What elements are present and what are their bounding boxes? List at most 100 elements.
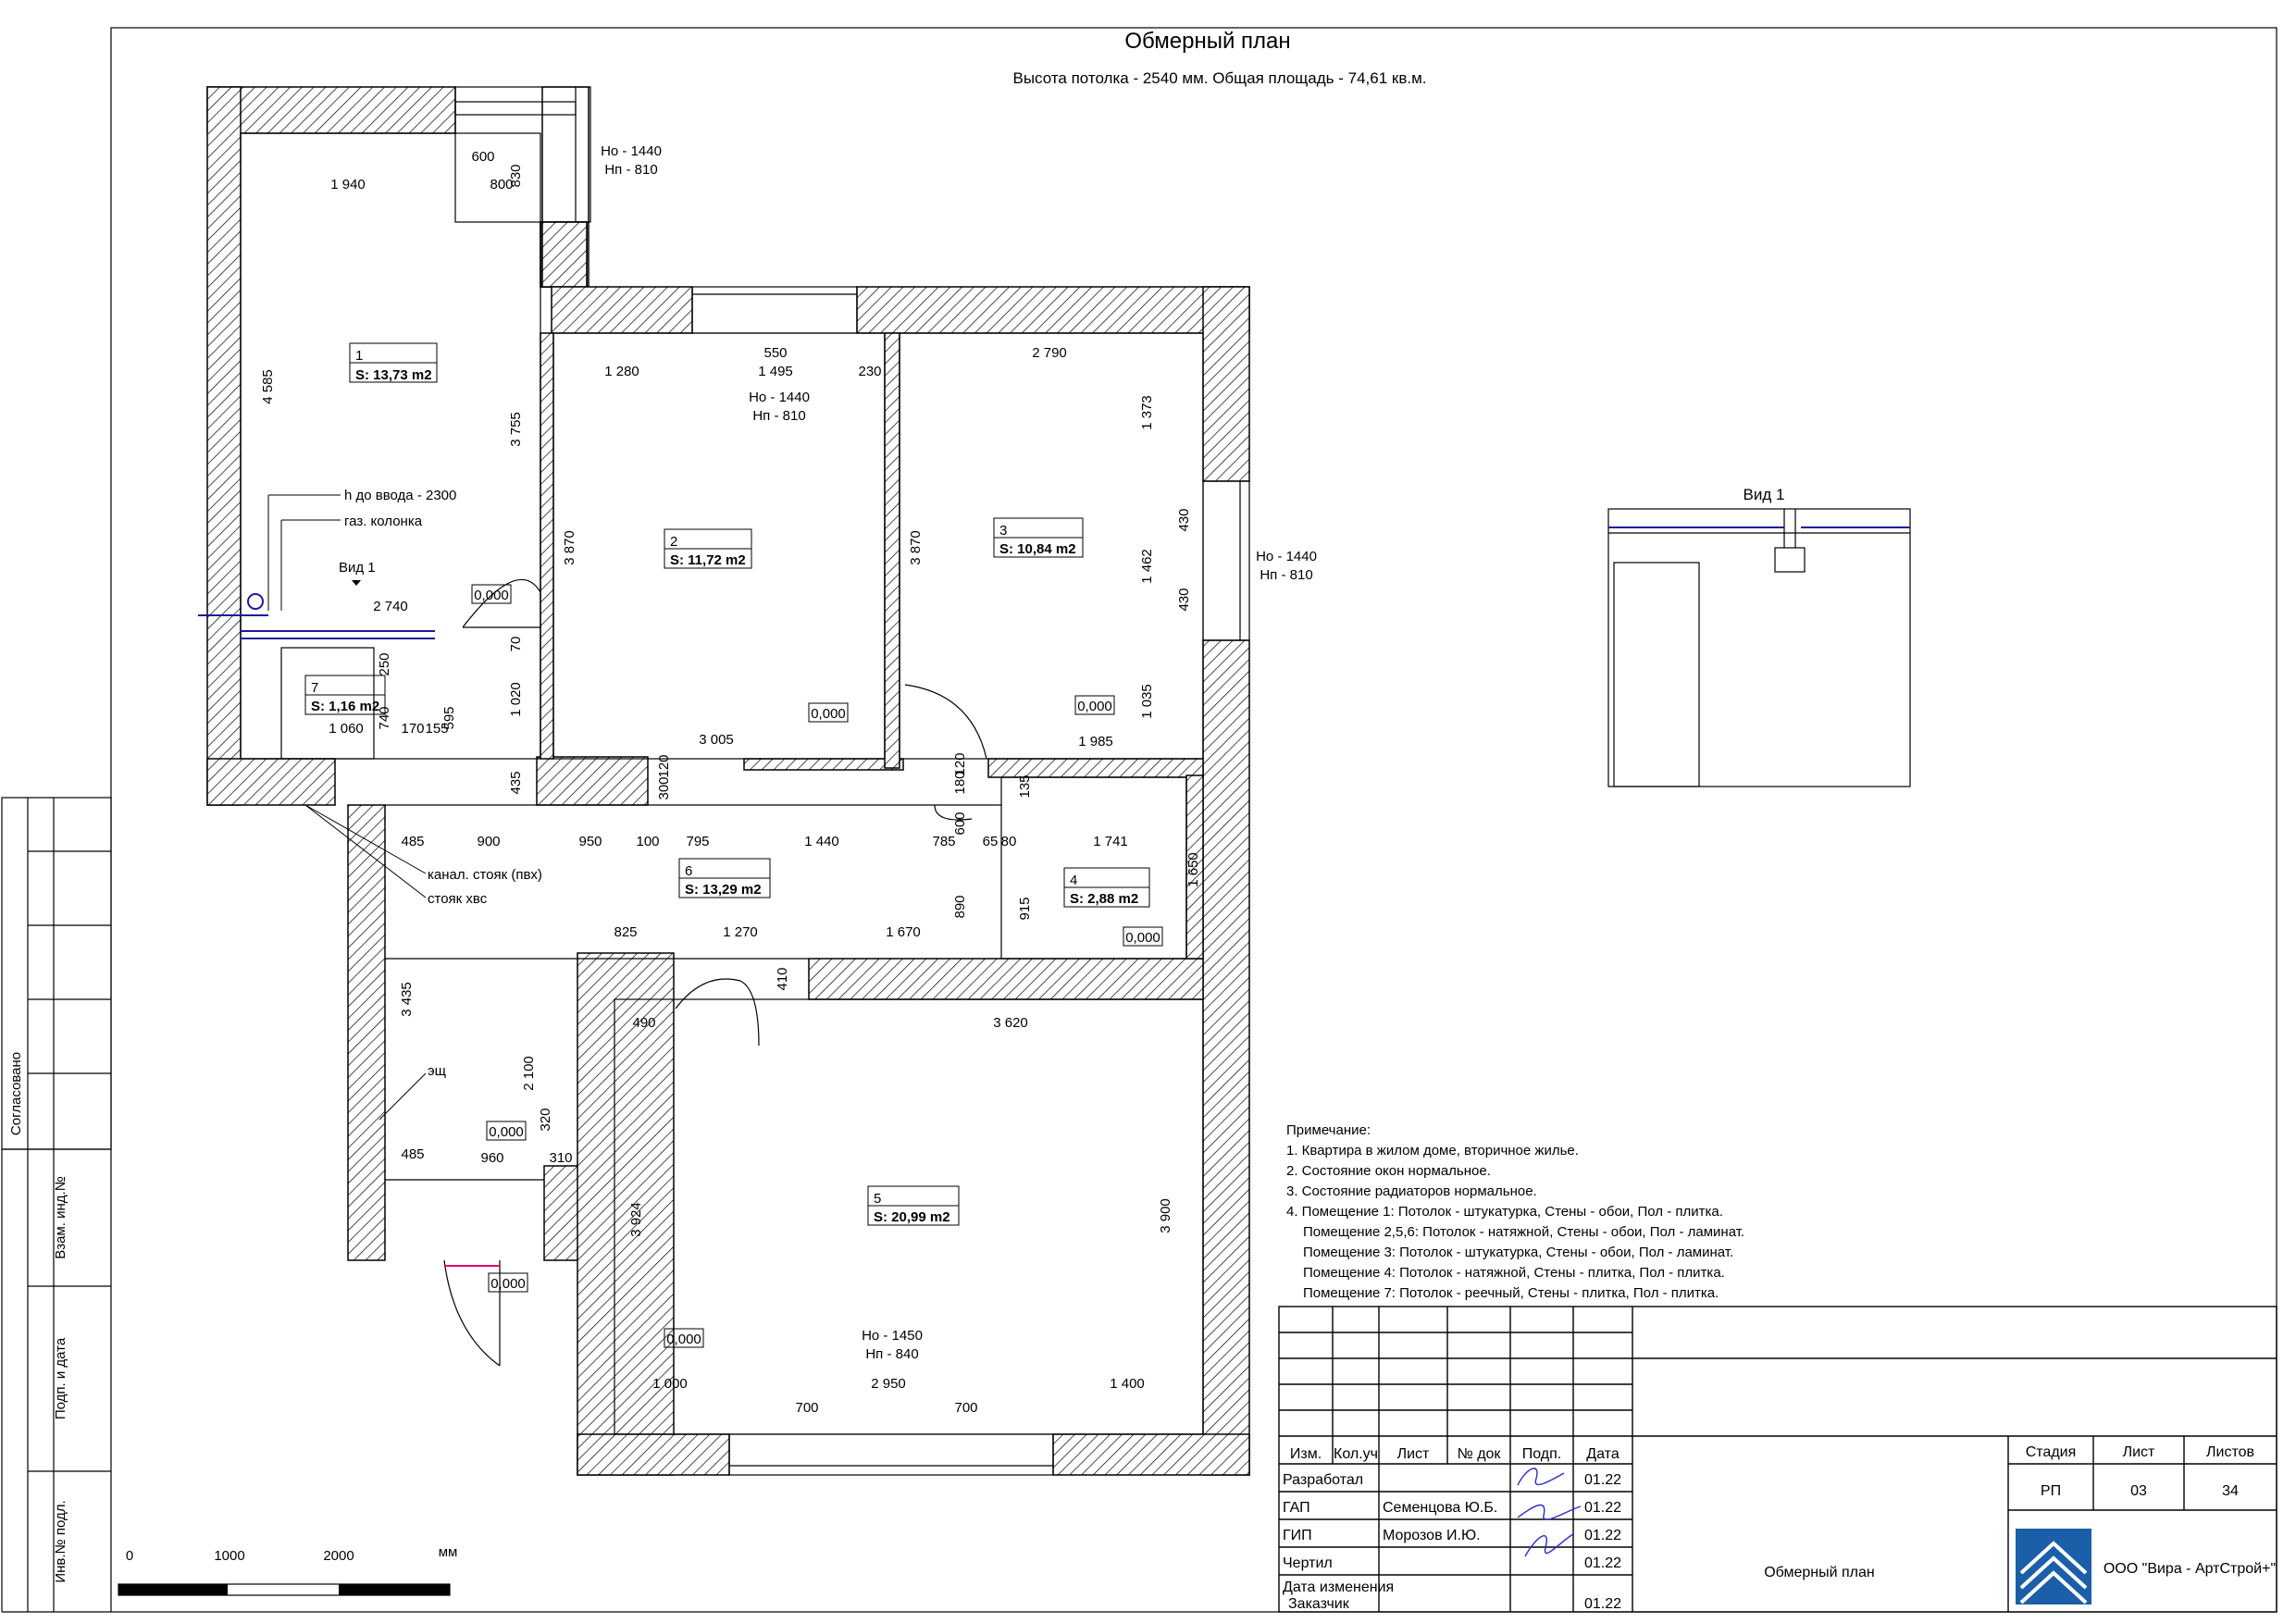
svg-text:1 000: 1 000	[652, 1376, 688, 1392]
svg-text:1 940: 1 940	[330, 177, 366, 192]
svg-text:2 950: 2 950	[871, 1376, 906, 1392]
svg-text:2000: 2000	[323, 1548, 354, 1564]
svg-text:S: 13,73 m2: S: 13,73 m2	[355, 367, 432, 383]
svg-text:Чертил: Чертил	[1283, 1555, 1333, 1571]
svg-text:S: 10,84 m2: S: 10,84 m2	[999, 541, 1076, 557]
svg-text:250: 250	[377, 652, 392, 675]
svg-text:435: 435	[508, 771, 524, 794]
svg-text:65: 65	[983, 834, 999, 849]
svg-text:1 741: 1 741	[1093, 834, 1128, 849]
svg-text:1000: 1000	[214, 1548, 244, 1564]
svg-text:600: 600	[471, 149, 494, 165]
svg-text:4: 4	[1070, 873, 1077, 888]
svg-text:Помещение 4: Потолок - натяжно: Помещение 4: Потолок - натяжной, Стены -…	[1303, 1265, 1725, 1281]
svg-text:700: 700	[795, 1400, 818, 1416]
signatures	[1517, 1468, 1582, 1557]
svg-text:Морозов И.Ю.: Морозов И.Ю.	[1383, 1528, 1481, 1543]
svg-text:Дата: Дата	[1586, 1446, 1620, 1462]
view-1	[1607, 508, 1911, 787]
room-3-label: 3 S: 10,84 m2	[993, 517, 1084, 558]
side-stamp-labels: Согласовано Взам. инд.№ Подп. и дата Инв…	[8, 1052, 68, 1583]
svg-text:2 100: 2 100	[521, 1056, 537, 1091]
callout-view-mark: Вид 1	[339, 560, 376, 576]
svg-text:155: 155	[425, 721, 448, 737]
view-1-title: Вид 1	[1744, 486, 1785, 503]
floor-levels: 0,000 0,000 0,000 0,000 0,000 0,000 0,00…	[471, 584, 1163, 1348]
svg-text:3 924: 3 924	[628, 1202, 644, 1237]
svg-text:1 270: 1 270	[723, 924, 758, 940]
svg-text:5: 5	[874, 1191, 881, 1207]
svg-text:S: 2,88 m2: S: 2,88 m2	[1070, 891, 1138, 907]
svg-text:1: 1	[355, 348, 363, 364]
svg-text:230: 230	[858, 364, 881, 379]
svg-text:795: 795	[686, 834, 709, 849]
svg-text:Лист: Лист	[1397, 1446, 1430, 1462]
svg-text:Согласовано: Согласовано	[8, 1052, 24, 1135]
svg-text:S: 13,29 m2: S: 13,29 m2	[685, 882, 762, 898]
svg-text:Нп - 810: Нп - 810	[752, 408, 805, 424]
svg-text:1 440: 1 440	[804, 834, 839, 849]
callouts: h до ввода - 2300 газ. колонка Вид 1 кан…	[339, 488, 542, 1079]
callout-sewer: канал. стояк (пвх)	[428, 867, 542, 883]
svg-text:1 462: 1 462	[1139, 549, 1155, 584]
svg-text:3 870: 3 870	[908, 530, 924, 565]
svg-text:Но - 1450: Но - 1450	[862, 1328, 923, 1344]
dimension-texts: 1 940 800 600 830 4 585 3 755 1 280 550 …	[260, 149, 1201, 1416]
callout-gas: газ. колонка	[344, 514, 423, 529]
callout-panel: эщ	[428, 1063, 446, 1079]
svg-text:03: 03	[2130, 1483, 2147, 1499]
svg-text:740: 740	[377, 706, 392, 729]
svg-text:1 035: 1 035	[1139, 684, 1155, 719]
svg-text:Но - 1440: Но - 1440	[749, 390, 810, 405]
svg-text:1 495: 1 495	[758, 364, 793, 379]
svg-text:Подп.: Подп.	[1522, 1446, 1562, 1462]
svg-text:410: 410	[775, 967, 790, 990]
svg-text:ГАП: ГАП	[1283, 1500, 1310, 1516]
svg-text:100: 100	[636, 834, 659, 849]
svg-text:490: 490	[632, 1015, 655, 1031]
svg-text:595: 595	[441, 706, 457, 729]
svg-text:01.22: 01.22	[1584, 1500, 1621, 1516]
svg-text:Семенцова Ю.Б.: Семенцова Ю.Б.	[1383, 1500, 1497, 1516]
svg-text:830: 830	[508, 164, 524, 187]
svg-text:1 060: 1 060	[329, 721, 364, 737]
svg-text:Помещение 2,5,6: Потолок - нат: Помещение 2,5,6: Потолок - натяжной, Сте…	[1303, 1224, 1744, 1240]
svg-text:Взам. инд.№: Взам. инд.№	[53, 1176, 68, 1259]
pipes	[198, 593, 435, 639]
svg-text:1 280: 1 280	[604, 364, 639, 379]
svg-text:Инв.№ подл.: Инв.№ подл.	[53, 1500, 68, 1582]
svg-text:Подп. и дата: Подп. и дата	[53, 1337, 68, 1419]
svg-text:Помещение 7: Потолок - реечный: Помещение 7: Потолок - реечный, Стены - …	[1303, 1285, 1719, 1301]
svg-text:S: 11,72 m2: S: 11,72 m2	[670, 552, 746, 568]
svg-text:Заказчик: Заказчик	[1288, 1596, 1350, 1612]
svg-text:0,000: 0,000	[490, 1276, 526, 1292]
svg-text:550: 550	[763, 345, 787, 361]
svg-text:34: 34	[2222, 1483, 2239, 1499]
svg-text:0,000: 0,000	[811, 706, 846, 722]
notes-block: Примечание: 1. Квартира в жилом доме, вт…	[1286, 1122, 1744, 1301]
callout-leaders	[267, 494, 427, 1121]
svg-text:6: 6	[685, 863, 692, 879]
svg-text:310: 310	[549, 1150, 572, 1166]
svg-text:80: 80	[1001, 834, 1017, 849]
svg-text:800: 800	[490, 177, 513, 192]
room-5-label: 5 S: 20,99 m2	[867, 1185, 960, 1226]
svg-text:1 400: 1 400	[1110, 1376, 1145, 1392]
walls	[206, 86, 1250, 1476]
svg-text:1 020: 1 020	[508, 682, 524, 717]
svg-text:430: 430	[1176, 588, 1192, 611]
svg-text:180: 180	[952, 771, 968, 794]
svg-text:2: 2	[670, 534, 677, 550]
svg-text:3 435: 3 435	[399, 982, 415, 1017]
svg-text:0: 0	[126, 1548, 133, 1564]
svg-text:3 755: 3 755	[508, 412, 524, 447]
room-4-label: 4 S: 2,88 m2	[1063, 867, 1150, 908]
svg-text:2 740: 2 740	[373, 599, 408, 614]
svg-text:600: 600	[952, 812, 968, 835]
svg-text:Нп - 810: Нп - 810	[1260, 567, 1312, 583]
svg-text:Помещение 3: Потолок - штукату: Помещение 3: Потолок - штукатурка, Стены…	[1303, 1245, 1733, 1260]
title-block-text: Изм. Кол.уч Лист № док Подп. Дата Разраб…	[1283, 1444, 2276, 1612]
svg-text:0,000: 0,000	[1125, 930, 1160, 946]
svg-text:960: 960	[480, 1150, 503, 1166]
svg-text:Стадия: Стадия	[2026, 1444, 2077, 1460]
